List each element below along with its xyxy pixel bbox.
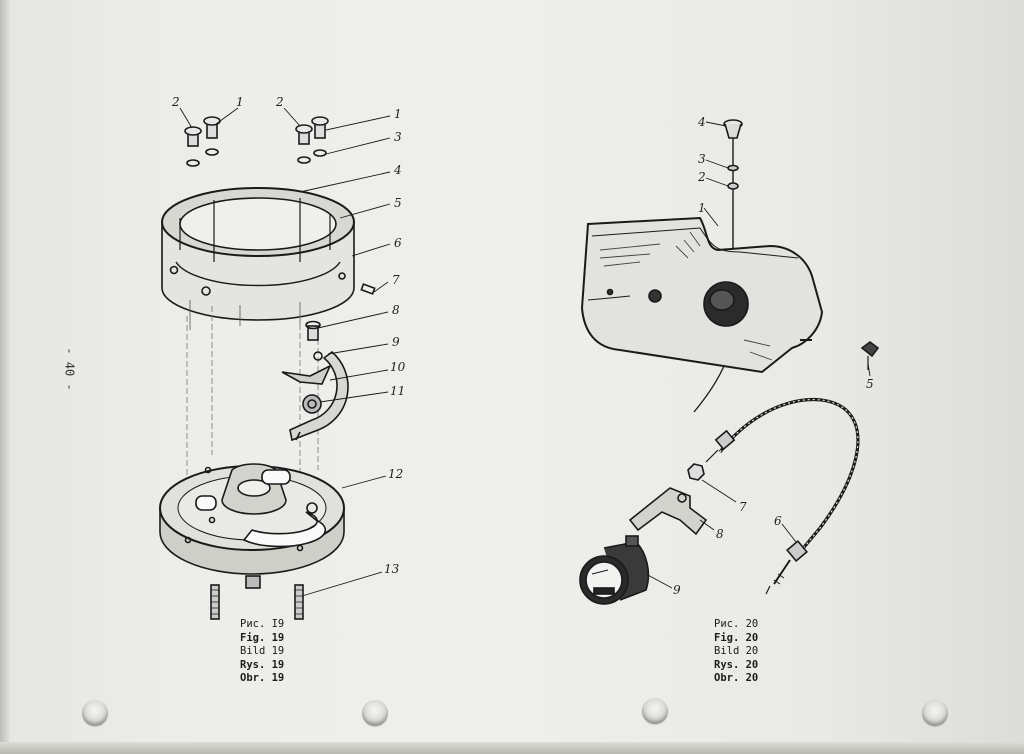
callout-left-7: 5	[394, 196, 402, 210]
bracket	[628, 487, 708, 536]
callout-left-6: 4	[394, 163, 402, 177]
callout-left-1: 2	[172, 95, 180, 109]
knob-rod	[723, 119, 743, 248]
speedometer-gauge	[579, 535, 650, 605]
caption-line: Fig. 20	[714, 631, 759, 644]
callout-right-3: 2	[698, 170, 706, 184]
speedometer-cable	[705, 397, 860, 595]
binder-hole	[362, 700, 388, 726]
callout-right-6: 7	[739, 500, 747, 514]
callout-left-3: 2	[276, 95, 284, 109]
caption-line: Bild 19	[240, 645, 285, 658]
base-plate	[159, 463, 345, 589]
caption-line: Obr. 19	[240, 672, 285, 685]
callout-left-4: 1	[394, 107, 402, 121]
caption-line: Fig. 19	[240, 631, 285, 644]
caption-figure-20: Рис. 20 Fig. 20 Bild 20 Rys. 20 Obr. 20	[714, 618, 758, 686]
callout-right-4: 1	[698, 201, 706, 215]
caption-line: Rys. 19	[240, 658, 285, 671]
callout-left-11: 9	[392, 335, 400, 349]
caption-line: Рис. 20	[714, 618, 759, 630]
screw-1	[184, 126, 202, 147]
callout-left-8: 6	[394, 236, 402, 250]
leader-lines-left	[179, 107, 391, 597]
callout-right-2: 3	[698, 152, 706, 166]
leader-lines-right	[645, 121, 871, 589]
page-number: - 40 -	[62, 347, 77, 391]
binder-hole	[922, 700, 948, 726]
wing-nut	[860, 341, 880, 370]
callout-left-15: 13	[384, 562, 400, 576]
studs	[210, 584, 304, 620]
binder-hole	[82, 700, 108, 726]
contact-breaker	[281, 350, 349, 442]
callout-left-2: 1	[236, 95, 244, 109]
caption-line: Рис. I9	[240, 618, 285, 630]
screw-3	[295, 124, 313, 145]
callout-right-9: 9	[673, 583, 681, 597]
caption-line: Bild 20	[714, 645, 759, 658]
ring-housing	[161, 187, 355, 330]
callout-left-12: 10	[390, 360, 406, 374]
binder-hole	[642, 698, 668, 724]
callout-left-14: 12	[388, 467, 404, 481]
callout-left-13: 11	[390, 384, 406, 398]
caption-line: Rys. 20	[714, 658, 759, 671]
caption-figure-19: Рис. I9 Fig. 19 Bild 19 Rys. 19 Obr. 19	[240, 618, 284, 686]
caption-line: Obr. 20	[714, 672, 759, 685]
callout-right-1: 4	[698, 115, 706, 129]
handlebar-housing	[580, 216, 824, 413]
callout-left-10: 8	[392, 303, 400, 317]
screw-2	[203, 116, 221, 139]
callout-left-9: 7	[392, 273, 400, 287]
screw-4	[311, 116, 329, 139]
callout-left-5: 3	[394, 130, 402, 144]
callout-right-7: 8	[716, 527, 724, 541]
callout-right-5: 5	[866, 377, 874, 391]
callout-right-8: 6	[774, 514, 782, 528]
